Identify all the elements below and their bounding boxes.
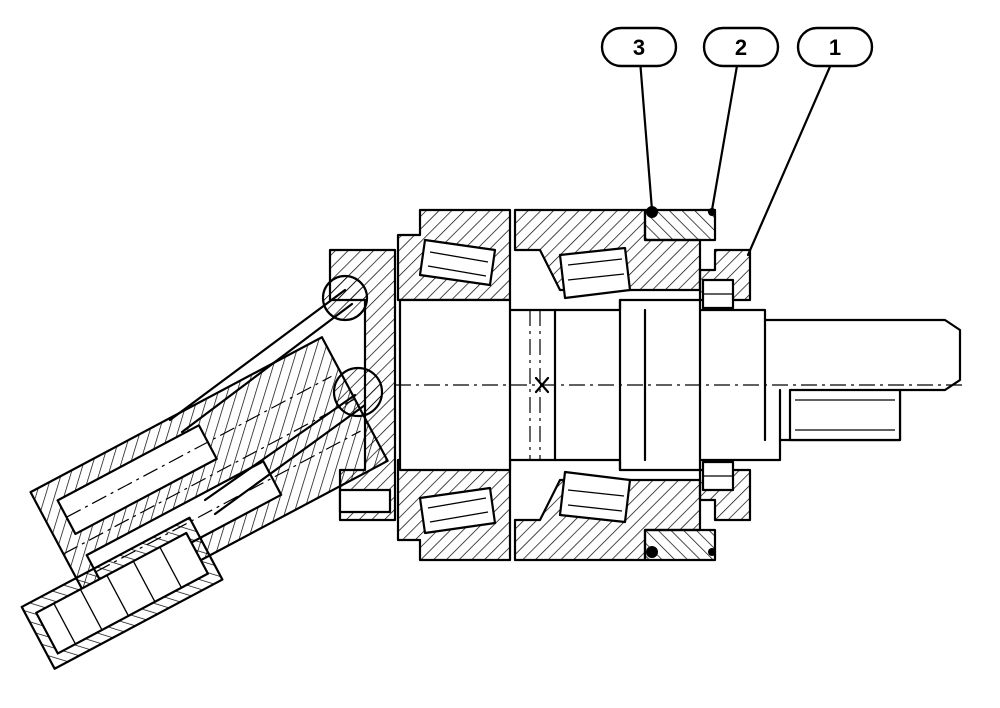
main-housing xyxy=(513,208,717,562)
front-bearing-housing xyxy=(396,208,512,562)
shaft-seal-carrier xyxy=(698,248,752,522)
seal-dot-bottom xyxy=(708,548,716,556)
callout-label-3: 3 xyxy=(633,35,645,60)
callout-2: 2 xyxy=(702,26,780,212)
pivot-mark xyxy=(534,376,550,394)
callout-1: 1 xyxy=(746,26,874,257)
callout-label-2: 2 xyxy=(735,35,747,60)
o-ring-top xyxy=(646,206,658,218)
callout-3: 3 xyxy=(600,26,678,212)
valve-plate xyxy=(20,516,224,670)
callout-label-1: 1 xyxy=(829,35,841,60)
drive-flange xyxy=(328,248,397,522)
o-ring-bottom xyxy=(646,546,658,558)
seal-dot-top xyxy=(708,208,716,216)
